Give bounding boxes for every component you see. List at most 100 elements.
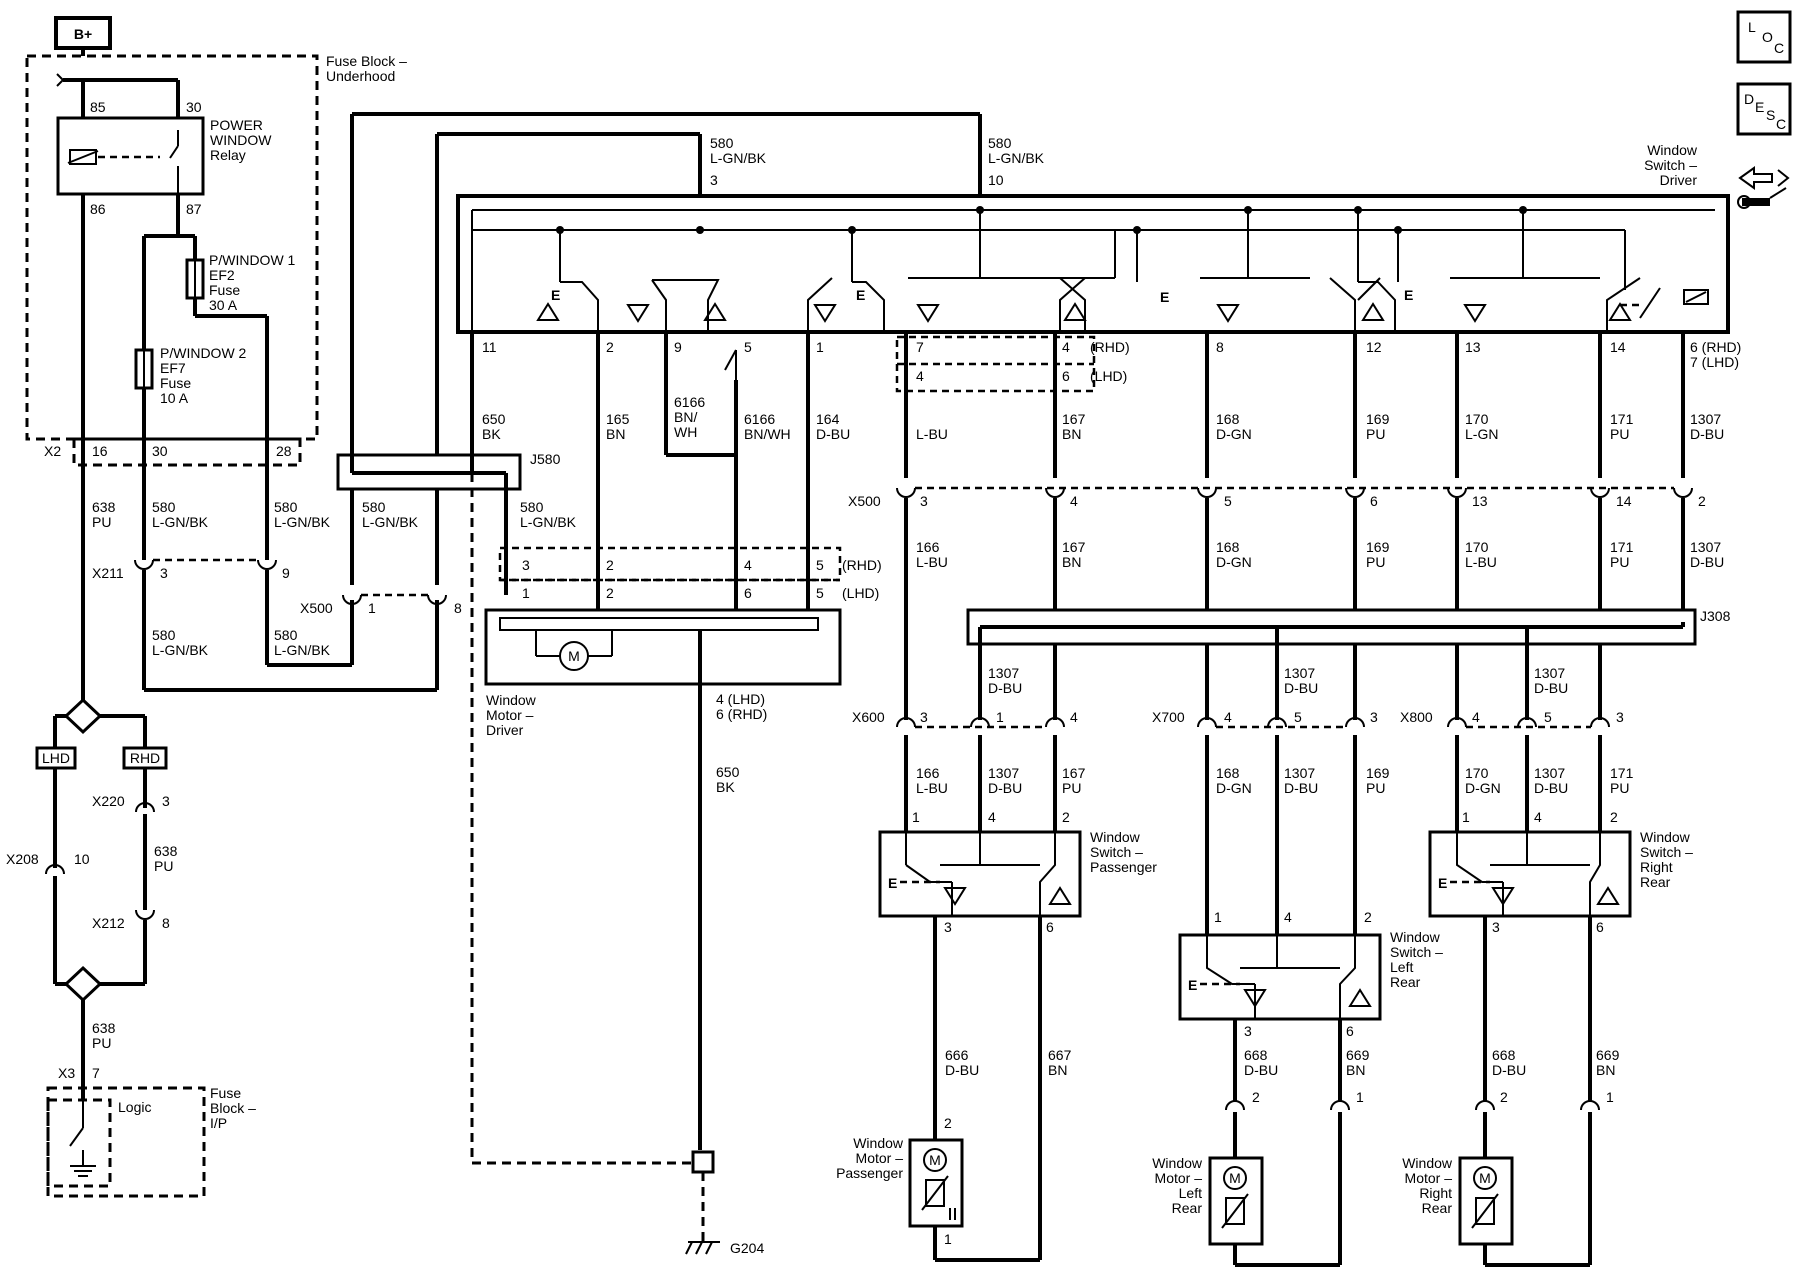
svg-text:D-BU: D-BU [1690, 554, 1724, 570]
svg-text:4: 4 [1070, 493, 1078, 509]
svg-text:6 (RHD): 6 (RHD) [716, 706, 767, 722]
svg-text:171: 171 [1610, 539, 1634, 555]
svg-text:(LHD): (LHD) [1090, 368, 1127, 384]
svg-text:BN: BN [1048, 1062, 1067, 1078]
svg-text:X600: X600 [852, 709, 885, 725]
svg-text:9: 9 [674, 339, 682, 355]
svg-text:650: 650 [716, 764, 740, 780]
svg-text:168: 168 [1216, 765, 1240, 781]
svg-text:166: 166 [916, 765, 940, 781]
svg-text:666: 666 [945, 1047, 969, 1063]
svg-text:10: 10 [988, 172, 1004, 188]
window-switch-left-rear: 1 4 2 E Window Switch – Left Rear 3 6 [1178, 909, 1443, 1039]
svg-text:Rear: Rear [1172, 1200, 1203, 1216]
svg-text:9: 9 [282, 565, 290, 581]
svg-text:L-BU: L-BU [916, 426, 948, 442]
connector-x2: X2 16 30 28 [44, 437, 302, 467]
svg-text:2: 2 [606, 339, 614, 355]
svg-text:86: 86 [90, 201, 106, 217]
svg-text:G204: G204 [730, 1240, 764, 1256]
connector-x700: X700 4 5 3 [1152, 709, 1378, 729]
splice-j580: J580 [336, 451, 561, 491]
svg-text:Window: Window [486, 692, 537, 708]
svg-text:I/P: I/P [210, 1115, 227, 1131]
svg-text:WH: WH [674, 424, 697, 440]
svg-text:Window: Window [1152, 1155, 1203, 1171]
svg-text:L-BU: L-BU [916, 554, 948, 570]
svg-text:164: 164 [816, 411, 840, 427]
svg-text:2: 2 [1364, 909, 1372, 925]
svg-text:1307: 1307 [1534, 765, 1565, 781]
svg-text:4 (LHD): 4 (LHD) [716, 691, 765, 707]
svg-text:X208: X208 [6, 851, 39, 867]
svg-text:C: C [1774, 40, 1784, 56]
svg-text:669: 669 [1346, 1047, 1370, 1063]
svg-text:EF7: EF7 [160, 360, 186, 376]
svg-text:Rear: Rear [1390, 974, 1421, 990]
svg-text:RHD: RHD [130, 750, 160, 766]
svg-text:(RHD): (RHD) [1090, 339, 1130, 355]
svg-text:E: E [1404, 287, 1413, 303]
svg-text:5: 5 [1544, 709, 1552, 725]
power-window-relay: 85 30 86 87 POWER WINDOW Relay [56, 73, 272, 217]
svg-text:7: 7 [92, 1065, 100, 1081]
svg-text:13: 13 [1465, 339, 1481, 355]
svg-text:Switch –: Switch – [1390, 944, 1443, 960]
svg-text:Right: Right [1640, 859, 1673, 875]
svg-text:X2: X2 [44, 443, 61, 459]
splice-j308: J308 [966, 608, 1731, 646]
svg-text:X3: X3 [58, 1065, 75, 1081]
svg-text:166: 166 [916, 539, 940, 555]
svg-text:12: 12 [1366, 339, 1382, 355]
fuse-pwindow-1: P/WINDOW 1 EF2 Fuse 30 A [185, 252, 296, 313]
svg-text:3: 3 [710, 172, 718, 188]
svg-text:3: 3 [920, 493, 928, 509]
svg-text:165: 165 [606, 411, 630, 427]
window-motor-left-rear: M Window Motor – Left Rear [1152, 1155, 1264, 1246]
svg-text:Fuse: Fuse [160, 375, 191, 391]
svg-text:3: 3 [944, 919, 952, 935]
svg-text:BN: BN [1346, 1062, 1365, 1078]
svg-text:Relay: Relay [210, 147, 246, 163]
svg-text:C: C [1776, 116, 1786, 132]
svg-text:L: L [1748, 19, 1756, 35]
svg-text:2: 2 [1500, 1089, 1508, 1105]
svg-text:1307: 1307 [1284, 765, 1315, 781]
svg-text:Rear: Rear [1422, 1200, 1453, 1216]
svg-text:2: 2 [1252, 1089, 1260, 1105]
svg-text:L-GN/BK: L-GN/BK [362, 514, 419, 530]
svg-text:1: 1 [1606, 1089, 1614, 1105]
loc-icon: L O C [1736, 10, 1792, 64]
svg-text:M: M [1229, 1170, 1241, 1186]
svg-text:5: 5 [744, 339, 752, 355]
svg-text:Driver: Driver [1660, 172, 1698, 188]
svg-text:580: 580 [152, 499, 176, 515]
svg-text:D-BU: D-BU [988, 680, 1022, 696]
svg-text:170: 170 [1465, 539, 1489, 555]
svg-text:4: 4 [744, 557, 752, 573]
svg-text:668: 668 [1492, 1047, 1516, 1063]
svg-text:L-GN/BK: L-GN/BK [274, 514, 331, 530]
connector-x600: X600 3 1 4 [852, 709, 1078, 729]
svg-text:X800: X800 [1400, 709, 1433, 725]
svg-text:650: 650 [482, 411, 506, 427]
svg-text:2: 2 [944, 1115, 952, 1131]
svg-text:D-BU: D-BU [1690, 426, 1724, 442]
svg-text:D-BU: D-BU [1534, 680, 1568, 696]
window-switch-passenger: 1 4 2 E Window Switch – Passenger 3 6 [878, 809, 1157, 935]
svg-text:L-GN: L-GN [1465, 426, 1498, 442]
svg-text:PU: PU [1366, 780, 1385, 796]
svg-text:EF2: EF2 [209, 267, 235, 283]
svg-text:E: E [888, 875, 897, 891]
svg-text:D-GN: D-GN [1465, 780, 1501, 796]
svg-text:Window: Window [1402, 1155, 1453, 1171]
svg-text:3: 3 [1244, 1023, 1252, 1039]
svg-text:167: 167 [1062, 539, 1086, 555]
svg-text:1: 1 [1356, 1089, 1364, 1105]
svg-text:1: 1 [944, 1231, 952, 1247]
svg-text:Driver: Driver [486, 722, 524, 738]
svg-text:X700: X700 [1152, 709, 1185, 725]
svg-text:D-BU: D-BU [1284, 780, 1318, 796]
svg-text:D: D [1744, 91, 1754, 107]
svg-text:6: 6 [744, 585, 752, 601]
